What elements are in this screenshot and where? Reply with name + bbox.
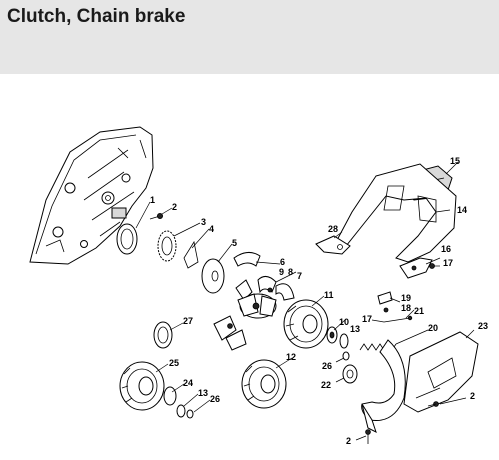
callout-25: 25: [169, 358, 179, 368]
part-21-rod: [383, 315, 413, 323]
part-11-clutch-drum: [283, 299, 329, 349]
callout-15: 15: [450, 156, 460, 166]
callout-13: 13: [350, 324, 360, 334]
page-title: Clutch, Chain brake: [7, 6, 186, 27]
engine-housing: [29, 126, 154, 265]
callout-2: 2: [172, 202, 177, 212]
part-2-right-screw: [427, 401, 439, 407]
part-17-screw: [429, 263, 435, 269]
callout-1: 1: [150, 195, 155, 205]
part-1-seal: [116, 223, 138, 255]
callout-6: 6: [280, 257, 285, 267]
callout-4: 4: [209, 224, 214, 234]
callout-24: 24: [183, 378, 193, 388]
callout-23: 23: [478, 321, 488, 331]
part-10-bearing: [326, 326, 338, 344]
part-18-19-pins: [377, 291, 393, 313]
callout-26: 26: [322, 361, 332, 371]
header-bar: Clutch, Chain brake: [0, 0, 499, 74]
callout-9: 9: [279, 267, 284, 277]
part-26-bottom-clip: [186, 409, 194, 419]
callout-28: 28: [328, 224, 338, 234]
callout-18: 18: [401, 303, 411, 313]
callout-14: 14: [457, 205, 467, 215]
part-25-clutch-drum: [119, 361, 165, 411]
part-24-rim-sprocket: [163, 386, 177, 406]
callout-17: 17: [443, 258, 453, 268]
callout-5: 5: [232, 238, 237, 248]
part-4-spring: [183, 240, 199, 269]
part-23-cover: [403, 331, 479, 413]
callout-7: 7: [297, 271, 302, 281]
callout-numbers: 1 2 3 4 5 6 9 8 7 11 10 13 12 14 15 16 1…: [150, 156, 488, 446]
part-12-rim-sprocket: [241, 359, 287, 409]
callout-13b: 13: [198, 388, 208, 398]
brake-band: [361, 339, 406, 433]
part-28-lever: [315, 235, 351, 255]
part-13-bottom-washer: [176, 404, 186, 418]
part-22-bushing: [342, 364, 358, 384]
leader-lines: [135, 161, 475, 441]
callout-8: 8: [288, 267, 293, 277]
callout-16: 16: [441, 244, 451, 254]
part-7-9-spring-parts: [235, 276, 295, 301]
part-16-bracket: [399, 257, 433, 279]
callout-3: 3: [201, 217, 206, 227]
clutch-shoe-pair: [213, 315, 247, 351]
part-3-ring-gear: [157, 230, 177, 262]
callout-21: 21: [414, 306, 424, 316]
clutch-assembly: [237, 293, 277, 319]
part-26-clip: [342, 351, 350, 361]
callout-12: 12: [286, 352, 296, 362]
callout-19: 19: [401, 293, 411, 303]
callout-22: 22: [321, 380, 331, 390]
callout-2b: 2: [470, 391, 475, 401]
part-2-bottom-screw: [365, 429, 371, 444]
exploded-parts-diagram: 1 2 3 4 5 6 9 8 7 11 10 13 12 14 15 16 1…: [0, 74, 499, 460]
callout-20: 20: [428, 323, 438, 333]
callout-2c: 2: [346, 436, 351, 446]
part-27-needle-cage: [153, 321, 173, 349]
part-2-screw: [149, 212, 163, 220]
part-6-clutch-shoe: [233, 252, 261, 267]
callout-27: 27: [183, 316, 193, 326]
part-5-disc: [201, 258, 225, 294]
callout-11: 11: [324, 290, 334, 300]
callout-26b: 26: [210, 394, 220, 404]
callout-17b: 17: [362, 314, 372, 324]
part-13-washer: [339, 333, 349, 349]
callout-10: 10: [339, 317, 349, 327]
